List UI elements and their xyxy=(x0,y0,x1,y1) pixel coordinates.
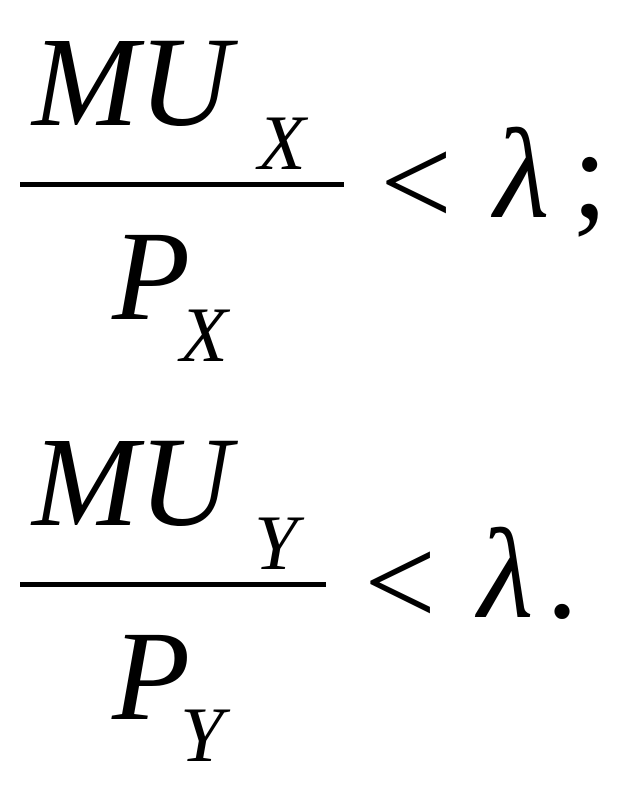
numerator-subscript: X xyxy=(258,99,306,186)
numerator-subscript: Y xyxy=(254,499,298,586)
lambda-symbol: λ xyxy=(478,503,534,645)
numerator-mu: MU xyxy=(32,411,232,553)
denominator-p: P xyxy=(112,205,191,347)
formula-mu-x-over-p-x: MU X P X < λ ; xyxy=(0,0,632,380)
lambda-symbol: λ xyxy=(494,103,550,245)
denominator-p: P xyxy=(112,605,191,747)
less-than-sign: < xyxy=(364,511,437,653)
formula-mu-y-over-p-y: MU Y P Y < λ . xyxy=(0,400,632,791)
fraction-bar xyxy=(20,582,326,587)
numerator-mu: MU xyxy=(32,11,232,153)
less-than-sign: < xyxy=(380,111,453,253)
fraction-bar xyxy=(20,182,344,187)
denominator-subscript: Y xyxy=(180,691,224,778)
denominator-subscript: X xyxy=(180,291,228,378)
period: . xyxy=(546,503,578,645)
semicolon: ; xyxy=(572,103,608,245)
